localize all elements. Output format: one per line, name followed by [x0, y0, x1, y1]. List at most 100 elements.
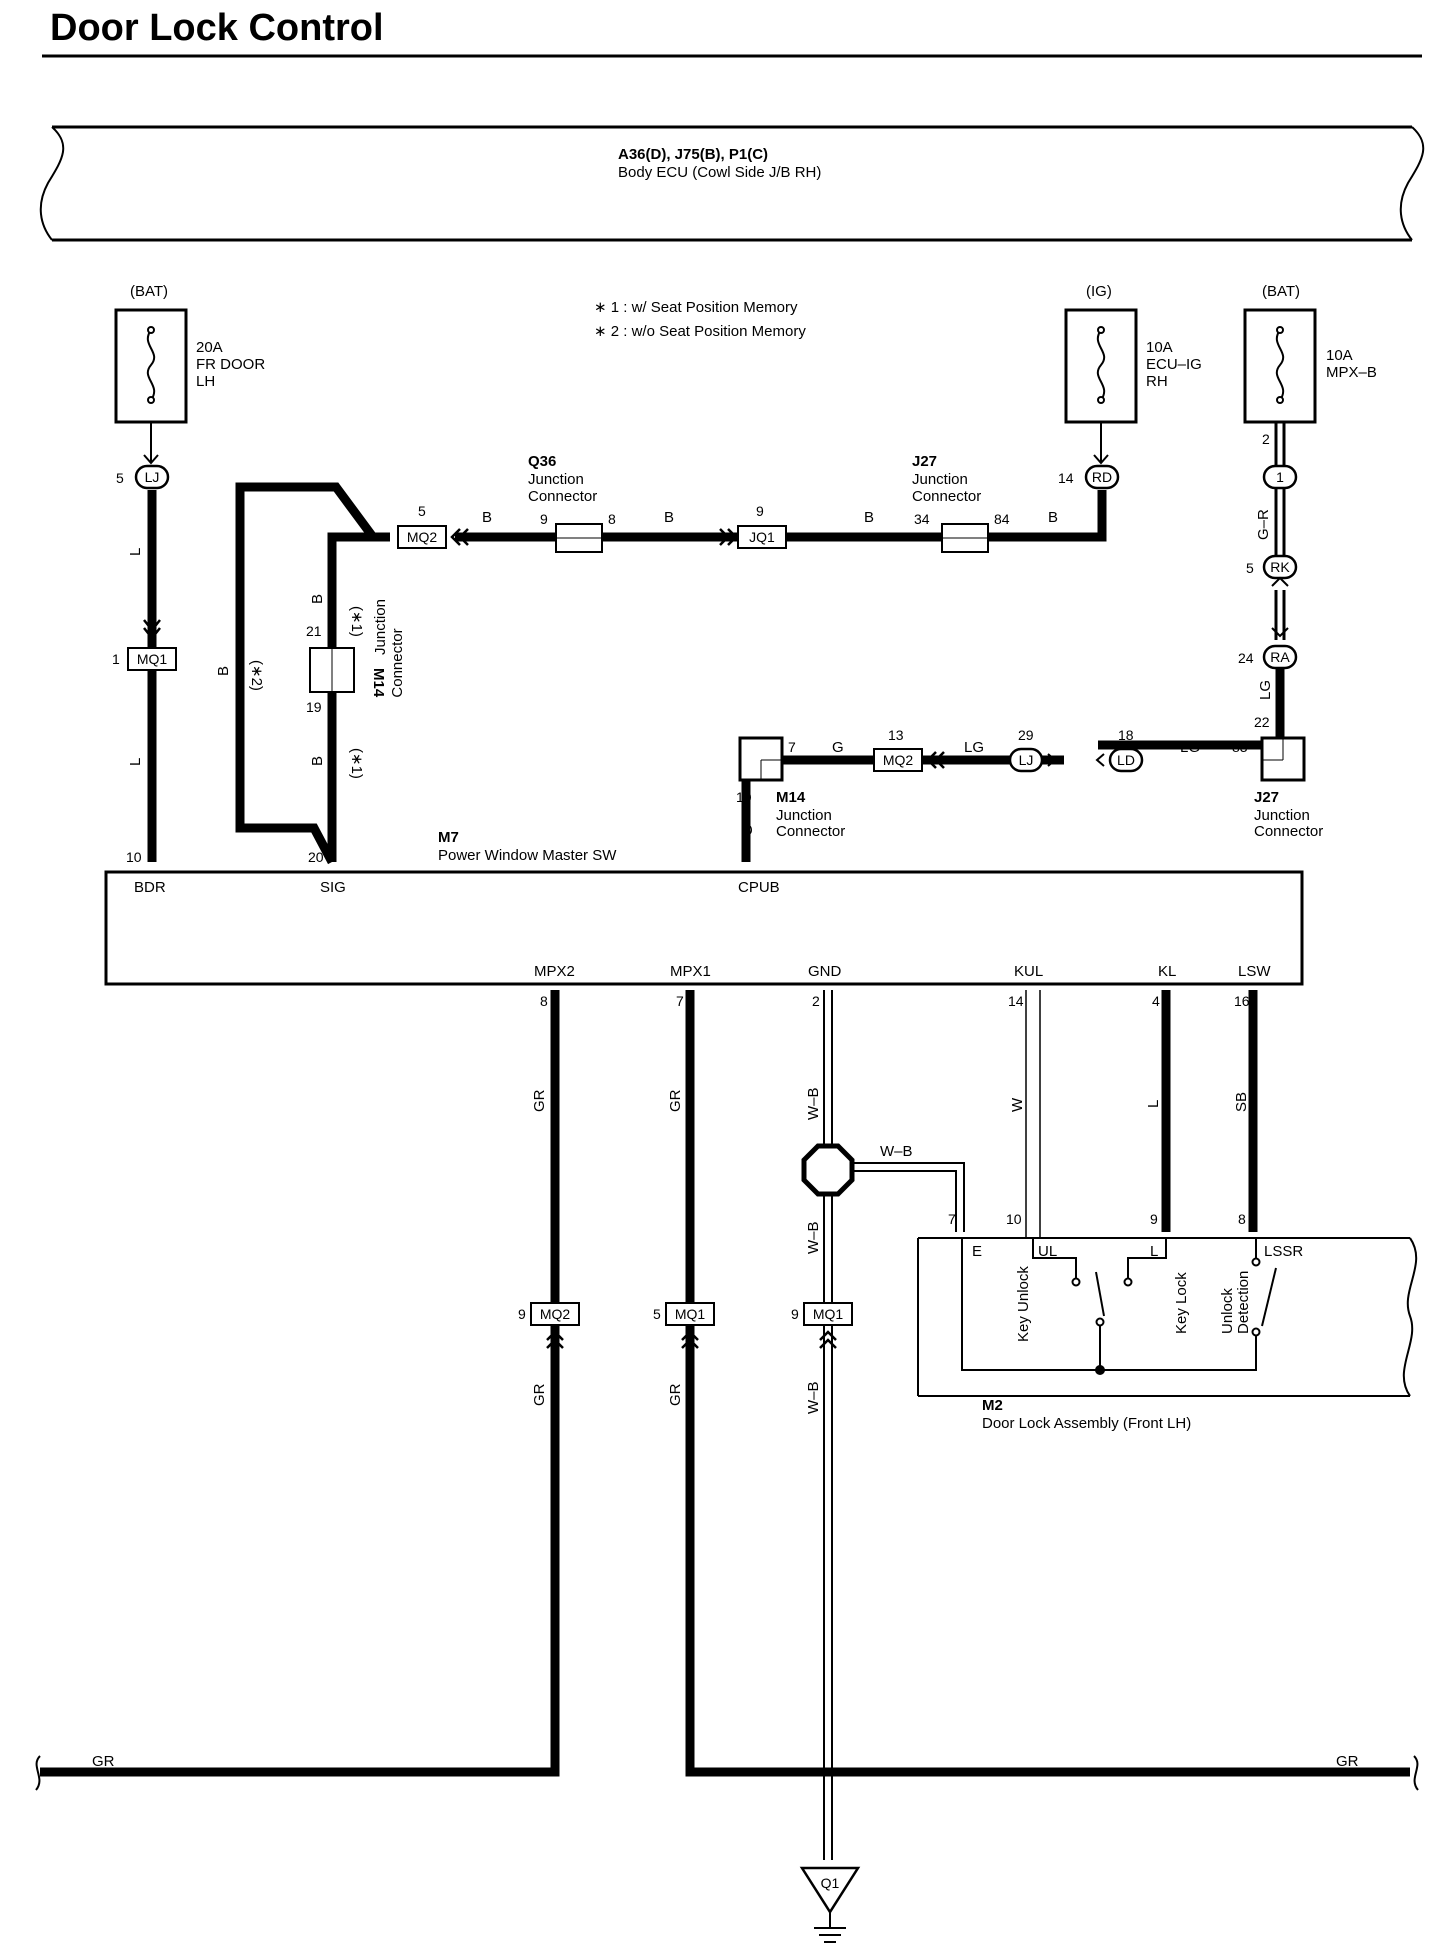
- svg-text:14: 14: [1058, 470, 1074, 486]
- svg-text:GR: GR: [531, 1383, 548, 1406]
- svg-text:B: B: [309, 594, 326, 604]
- svg-text:KL: KL: [1158, 963, 1176, 980]
- svg-text:Junction: Junction: [528, 471, 584, 488]
- svg-text:Junction: Junction: [912, 471, 968, 488]
- svg-text:Key Unlock: Key Unlock: [1015, 1266, 1032, 1342]
- fuse-ecu-ig: (IG) 10A ECU–IG RH: [1064, 283, 1202, 465]
- svg-text:(BAT): (BAT): [1262, 283, 1300, 300]
- svg-text:9: 9: [518, 1306, 526, 1322]
- svg-text:M7: M7: [438, 829, 459, 846]
- svg-text:M14: M14: [370, 668, 387, 698]
- svg-text:1: 1: [1276, 469, 1284, 485]
- body-ecu-band: A36(D), J75(B), P1(C) Body ECU (Cowl Sid…: [39, 125, 1425, 242]
- svg-text:Junction: Junction: [776, 807, 832, 824]
- junction-m14-top: 21 19 M14 Junction Connector: [306, 599, 406, 715]
- body-ecu-name: Body ECU (Cowl Side J/B RH): [618, 164, 821, 181]
- body-ecu-connectors: A36(D), J75(B), P1(C): [618, 146, 768, 163]
- svg-text:Unlock: Unlock: [1219, 1288, 1236, 1334]
- svg-text:M2: M2: [982, 1397, 1003, 1414]
- svg-text:(BAT): (BAT): [130, 283, 168, 300]
- note-2: ∗ 2 : w/o Seat Position Memory: [594, 323, 806, 340]
- svg-text:LJ: LJ: [145, 469, 160, 485]
- svg-text:34: 34: [914, 511, 930, 527]
- svg-text:MQ2: MQ2: [883, 752, 914, 768]
- svg-text:W–B: W–B: [880, 1143, 913, 1160]
- svg-text:2: 2: [812, 993, 820, 1009]
- connector-mq1-top: MQ1 1: [112, 619, 177, 671]
- wire-labels: L L B B B B B B (∗1) (∗1) B (∗2) G–R LG …: [92, 509, 1359, 1770]
- svg-text:84: 84: [994, 511, 1010, 527]
- svg-text:10A: 10A: [1326, 347, 1353, 364]
- svg-text:5: 5: [116, 470, 124, 486]
- svg-text:5: 5: [653, 1306, 661, 1322]
- svg-text:2: 2: [1262, 431, 1270, 447]
- svg-text:7: 7: [676, 993, 684, 1009]
- svg-text:Power Window Master SW: Power Window Master SW: [438, 847, 617, 864]
- connector-1: 1 2: [1262, 431, 1298, 490]
- svg-text:Connector: Connector: [912, 488, 981, 505]
- svg-text:18: 18: [1118, 727, 1134, 743]
- svg-text:W–B: W–B: [805, 1381, 822, 1414]
- svg-text:10: 10: [126, 849, 142, 865]
- svg-text:24: 24: [1238, 650, 1254, 666]
- svg-text:LSSR: LSSR: [1264, 1243, 1303, 1260]
- wire-g-r: [1274, 395, 1286, 640]
- svg-text:21: 21: [306, 623, 322, 639]
- svg-text:J27: J27: [912, 453, 937, 470]
- wires: [40, 482, 1410, 1777]
- svg-text:B: B: [482, 509, 492, 526]
- svg-text:20: 20: [308, 849, 324, 865]
- svg-text:GND: GND: [808, 963, 842, 980]
- svg-text:5: 5: [1246, 560, 1254, 576]
- svg-text:MPX1: MPX1: [670, 963, 711, 980]
- svg-text:5: 5: [418, 503, 426, 519]
- door-lock-assembly: E 7 UL 10 L 9 LSSR 8 Key Unlock Key Lock…: [917, 1211, 1418, 1432]
- svg-text:MQ1: MQ1: [137, 651, 168, 667]
- svg-text:8: 8: [1238, 1211, 1246, 1227]
- connector-jq1: JQ1 9: [719, 503, 787, 549]
- svg-text:14: 14: [1008, 993, 1024, 1009]
- connector-mq2-low: MQ2 9: [518, 1302, 580, 1349]
- connector-ld: LD 18: [1095, 727, 1144, 773]
- connector-lj-top: LJ 5: [116, 464, 170, 490]
- svg-text:G: G: [739, 824, 756, 836]
- connector-lj-mid: LJ 29: [1008, 727, 1057, 773]
- svg-text:MQ1: MQ1: [675, 1306, 706, 1322]
- svg-text:4: 4: [1152, 993, 1160, 1009]
- svg-text:L: L: [1150, 1243, 1158, 1260]
- svg-text:9: 9: [742, 849, 750, 865]
- svg-text:Key Lock: Key Lock: [1173, 1272, 1190, 1334]
- svg-text:G–R: G–R: [1255, 509, 1272, 540]
- svg-text:KUL: KUL: [1014, 963, 1043, 980]
- svg-text:MPX2: MPX2: [534, 963, 575, 980]
- connector-mq1-gnd: MQ1 9: [791, 1302, 853, 1349]
- svg-text:10: 10: [736, 789, 752, 805]
- svg-text:9: 9: [1150, 1211, 1158, 1227]
- svg-text:8: 8: [540, 993, 548, 1009]
- ground-q1: Q1: [799, 1866, 861, 1943]
- svg-text:L: L: [127, 548, 144, 556]
- svg-text:GR: GR: [667, 1089, 684, 1112]
- svg-text:MQ1: MQ1: [813, 1306, 844, 1322]
- svg-text:22: 22: [1254, 714, 1270, 730]
- svg-text:J27: J27: [1254, 789, 1279, 806]
- svg-text:MPX–B: MPX–B: [1326, 364, 1377, 381]
- svg-text:10A: 10A: [1146, 339, 1173, 356]
- svg-text:Connector: Connector: [528, 488, 597, 505]
- svg-text:RA: RA: [1270, 649, 1290, 665]
- connector-ra: RA 24: [1238, 644, 1298, 670]
- svg-text:MQ2: MQ2: [540, 1306, 571, 1322]
- svg-text:(IG): (IG): [1086, 283, 1112, 300]
- svg-text:SIG: SIG: [320, 879, 346, 896]
- svg-text:Detection: Detection: [1235, 1271, 1252, 1334]
- svg-text:Door Lock Assembly (Front LH): Door Lock Assembly (Front LH): [982, 1415, 1191, 1432]
- svg-text:BDR: BDR: [134, 879, 166, 896]
- svg-text:LSW: LSW: [1238, 963, 1271, 980]
- svg-text:9: 9: [791, 1306, 799, 1322]
- svg-text:B: B: [664, 509, 674, 526]
- svg-text:W–B: W–B: [805, 1087, 822, 1120]
- svg-text:UL: UL: [1038, 1243, 1057, 1260]
- fuse-mpx-b: (BAT) 10A MPX–B: [1243, 283, 1377, 424]
- svg-text:7: 7: [788, 739, 796, 755]
- svg-text:13: 13: [888, 727, 904, 743]
